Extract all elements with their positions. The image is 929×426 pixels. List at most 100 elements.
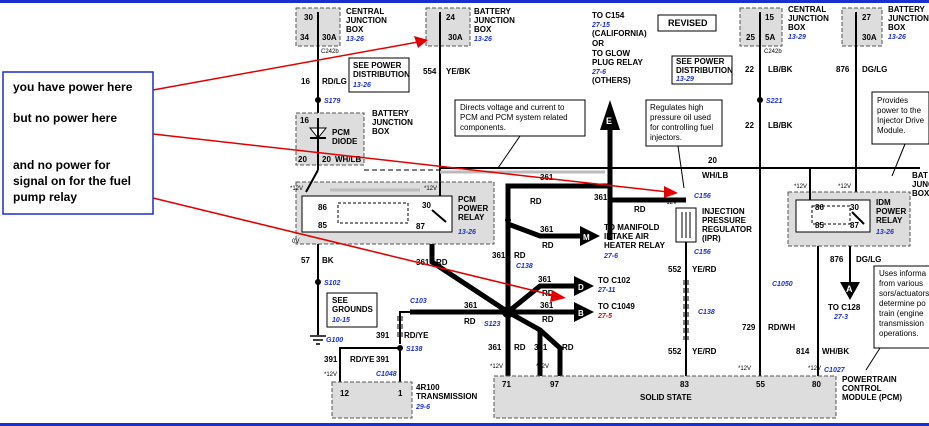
ground-symbol	[310, 335, 326, 345]
svg-text:JUNCTION: JUNCTION	[372, 118, 413, 127]
svg-text:Directs voltage and current to: Directs voltage and current to	[460, 103, 565, 112]
svg-text:A: A	[846, 284, 853, 294]
svg-text:OR: OR	[592, 39, 604, 48]
svg-text:Uses informa: Uses informa	[879, 269, 927, 278]
svg-text:RD: RD	[542, 241, 554, 250]
svg-text:27-3: 27-3	[833, 314, 848, 321]
svg-text:34: 34	[300, 33, 309, 42]
svg-text:*12V: *12V	[664, 200, 677, 206]
svg-text:55: 55	[756, 380, 765, 389]
svg-text:361: 361	[488, 343, 502, 352]
svg-text:S138: S138	[406, 346, 422, 353]
splice-s102	[315, 279, 321, 285]
svg-text:PCM: PCM	[332, 128, 350, 137]
svg-text:361: 361	[540, 173, 554, 182]
svg-text:BATTERY: BATTERY	[474, 7, 512, 16]
svg-text:injectors.: injectors.	[650, 133, 682, 142]
svg-text:80: 80	[812, 380, 821, 389]
svg-text:S179: S179	[324, 98, 340, 105]
arrow-a	[840, 282, 860, 300]
svg-text:*12V: *12V	[738, 366, 751, 372]
svg-text:87: 87	[850, 221, 859, 230]
svg-text:BOX: BOX	[888, 23, 906, 32]
arrow-e	[600, 100, 620, 130]
power-distribution-left-box: SEE POWER DISTRIBUTION 13-26	[348, 57, 410, 93]
svg-text:LB/BK: LB/BK	[768, 65, 793, 74]
annotation-box: you have power here but no power here an…	[2, 71, 154, 215]
svg-text:(CALIFORNIA): (CALIFORNIA)	[592, 29, 647, 38]
svg-text:E: E	[606, 116, 612, 126]
svg-text:MODULE (PCM): MODULE (PCM)	[842, 393, 902, 402]
note-idm: Provides power to the Injector Drive Mod…	[871, 91, 929, 145]
idm-power-relay: *12V *12V 86 85 30 87 IDM POWER RELAY 13…	[787, 171, 929, 247]
svg-text:*12V: *12V	[290, 186, 303, 192]
svg-text:20: 20	[298, 155, 307, 164]
svg-text:22: 22	[745, 121, 754, 130]
svg-text:*12V: *12V	[536, 364, 549, 370]
svg-text:*12V: *12V	[424, 186, 437, 192]
svg-text:729: 729	[742, 323, 756, 332]
svg-text:S221: S221	[766, 98, 782, 105]
svg-text:CONTROL: CONTROL	[842, 384, 882, 393]
svg-text:27-15: 27-15	[591, 22, 610, 29]
svg-text:JUNC: JUNC	[912, 180, 929, 189]
wire-361-trunk	[505, 183, 610, 312]
svg-text:87: 87	[416, 222, 425, 231]
svg-text:361: 361	[416, 258, 430, 267]
note-ipr: Regulates high pressure oil used for con…	[645, 99, 723, 147]
svg-text:RD: RD	[530, 197, 542, 206]
svg-text:13-26: 13-26	[346, 36, 364, 43]
svg-text:TO C1049: TO C1049	[598, 302, 635, 311]
svg-text:JUNCTION: JUNCTION	[474, 16, 515, 25]
svg-text:RD: RD	[436, 258, 448, 267]
svg-text:27-6: 27-6	[603, 253, 618, 260]
svg-text:*12V: *12V	[490, 364, 503, 370]
svg-text:361: 361	[492, 251, 506, 260]
svg-text:JUNCTION: JUNCTION	[346, 16, 387, 25]
svg-text:*12V: *12V	[324, 372, 337, 378]
svg-text:SEE: SEE	[332, 296, 349, 305]
svg-text:71: 71	[502, 380, 511, 389]
svg-text:57: 57	[301, 256, 310, 265]
svg-text:RD: RD	[542, 315, 554, 324]
svg-text:PLUG RELAY: PLUG RELAY	[592, 58, 643, 67]
note-pcm: Directs voltage and current to PCM and P…	[454, 99, 586, 137]
wire-361-heater	[507, 221, 580, 239]
pcm-diode-box: 16 20 PCM DIODE BATTERY JUNCTION BOX	[295, 109, 413, 170]
svg-text:TRANSMISSION: TRANSMISSION	[416, 392, 478, 401]
arrow-head-2	[664, 186, 678, 198]
svg-text:CENTRAL: CENTRAL	[788, 5, 826, 14]
svg-text:BATTERY: BATTERY	[888, 5, 926, 14]
svg-text:INJECTION: INJECTION	[702, 207, 745, 216]
svg-text:train (engine: train (engine	[879, 309, 924, 318]
svg-text:POWER: POWER	[876, 207, 906, 216]
svg-text:POWERTRAIN: POWERTRAIN	[842, 375, 897, 384]
svg-text:WH/LB: WH/LB	[702, 171, 728, 180]
svg-text:361: 361	[540, 225, 554, 234]
svg-text:determine po: determine po	[879, 299, 926, 308]
svg-text:361: 361	[594, 193, 608, 202]
svg-text:D: D	[578, 283, 584, 292]
svg-text:97: 97	[550, 380, 559, 389]
svg-text:*12V: *12V	[808, 366, 821, 372]
annotation-arrows	[152, 36, 678, 302]
svg-text:16: 16	[300, 116, 309, 125]
svg-text:for controlling fuel: for controlling fuel	[650, 123, 713, 132]
wire-361-c102	[506, 283, 574, 314]
splice-s179	[315, 97, 321, 103]
svg-text:27-6: 27-6	[591, 69, 606, 76]
svg-text:SEE POWER: SEE POWER	[353, 61, 402, 70]
svg-text:C156: C156	[694, 193, 711, 200]
svg-text:C138: C138	[698, 309, 715, 316]
svg-text:(OTHERS): (OTHERS)	[592, 76, 631, 85]
svg-text:TO GLOW: TO GLOW	[592, 49, 631, 58]
svg-text:S123: S123	[484, 321, 500, 328]
svg-text:TO MANIFOLD: TO MANIFOLD	[604, 223, 660, 232]
svg-text:Regulates high: Regulates high	[650, 103, 703, 112]
svg-text:24: 24	[446, 13, 455, 22]
svg-text:POWER: POWER	[458, 204, 488, 213]
svg-text:27: 27	[862, 13, 871, 22]
svg-text:DIODE: DIODE	[332, 137, 358, 146]
svg-text:DISTRIBUTION: DISTRIBUTION	[676, 66, 733, 75]
svg-text:JUNCTION: JUNCTION	[888, 14, 929, 23]
